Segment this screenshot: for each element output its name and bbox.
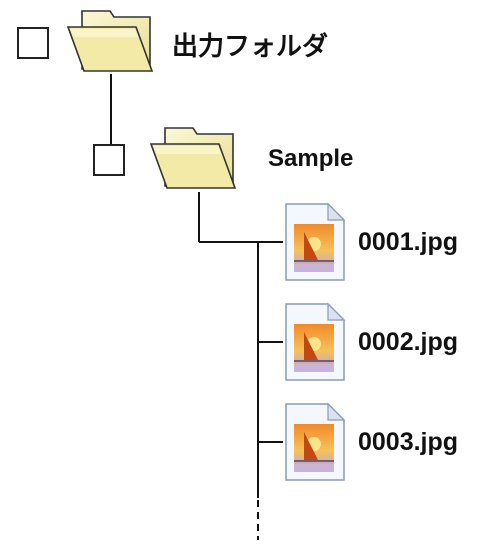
root-folder-label: 出力フォルダ [172, 32, 329, 62]
folder-icon [149, 127, 237, 189]
root-expand-box[interactable] [17, 27, 49, 59]
image-file-icon [285, 302, 346, 381]
image-file-icon [285, 402, 346, 481]
sample-folder-label: Sample [268, 145, 354, 172]
sample-expand-box[interactable] [93, 144, 125, 176]
file-name-label: 0003.jpg [358, 428, 459, 456]
image-file-icon [285, 202, 346, 281]
folder-icon [66, 10, 154, 72]
file-name-label: 0002.jpg [358, 328, 459, 356]
file-name-label: 0001.jpg [358, 228, 459, 256]
